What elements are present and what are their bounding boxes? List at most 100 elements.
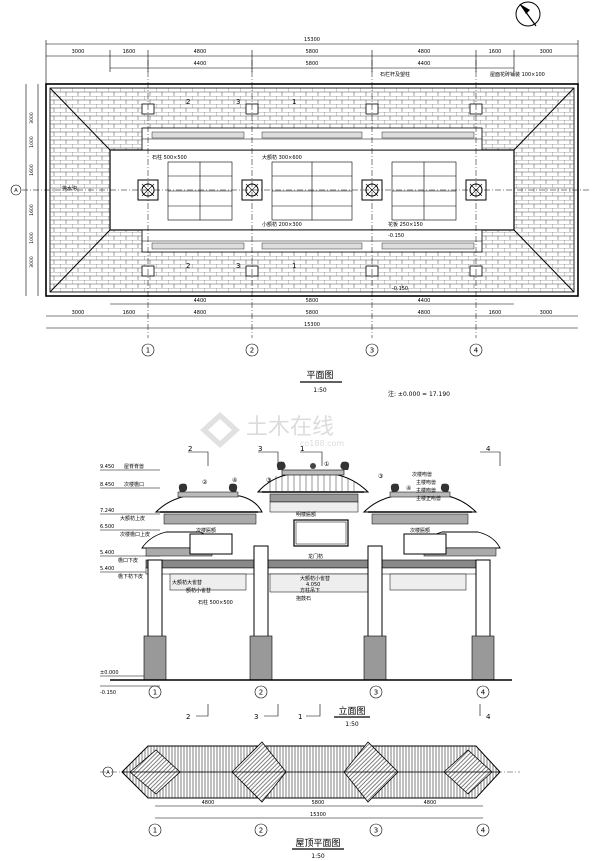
plan-top-dim-3: 4800 (194, 49, 207, 55)
plan-top-dim-1: 3000 (72, 49, 85, 55)
plan-bottom-dim-5: 4800 (418, 310, 431, 316)
elev-note-1: 屋脊脊兽 (124, 463, 144, 470)
elev-section-4-bottom: 4 (486, 713, 491, 721)
elev-dim-center: 4.050 (306, 582, 320, 588)
elev-level-4: 6.500 (100, 524, 114, 530)
elev-right-label-2: 主楼吻兽 (416, 479, 436, 486)
elevation-scale: 1:50 (345, 721, 359, 728)
plan-note: 注: ±0.000 = 17.190 (388, 390, 450, 398)
plan-axis-2: 2 (250, 347, 254, 355)
elev-label-2: 次楼匾额 (196, 527, 216, 534)
plan-bottom-dim-7: 3000 (540, 310, 553, 316)
elev-circle-mark-1: ④ (232, 477, 237, 484)
elev-note-4: 次楼檐口上皮 (120, 531, 150, 538)
elev-main-plaque (293, 519, 349, 547)
elev-section-1-top: 1 (300, 445, 304, 453)
elev-circle-mark-4: ② (202, 479, 208, 486)
roof-axis-A: A (106, 770, 110, 776)
elev-columns (143, 545, 495, 681)
plan-top-dim-4: 5800 (306, 49, 319, 55)
plan-inner-dim-3: 4400 (418, 61, 431, 67)
plan-inner-dim-2: 5800 (306, 61, 319, 67)
plan-bottom-inner-1: 4400 (194, 298, 207, 304)
plan-label-small-beam: 小额枋 200×300 (262, 221, 302, 228)
plan-section-mark-1-bottom: 1 (292, 262, 296, 270)
elev-label-10: 方柱吊下 (300, 587, 320, 594)
elev-label-5: 大额枋大雀替 (172, 579, 202, 586)
elev-circle-mark-3: ① (324, 461, 329, 468)
plan-floor-panels (167, 161, 457, 221)
elev-label-8: 石柱 500×500 (198, 599, 233, 606)
elev-label-9: 抱鼓石 (296, 595, 311, 602)
elev-axis-4: 4 (481, 689, 486, 697)
elev-circle-mark-2: ③ (266, 477, 271, 484)
plan-axis-3: 3 (370, 347, 374, 355)
elev-label-3: 次楼匾额 (410, 527, 430, 534)
plan-label-rail: 石栏杆及望柱 (380, 71, 410, 78)
elev-label-7: 大额枋小雀替 (300, 575, 330, 582)
roof-scale: 1:50 (311, 853, 325, 860)
plan-top-dim-2: 1600 (123, 49, 136, 55)
elev-right-label-3: 主楼吻兽 (416, 487, 436, 494)
plan-left-dim-4: 1600 (29, 204, 35, 216)
plan-section-mark-2-top: 2 (186, 98, 190, 106)
elev-label-1: 明楼匾额 (296, 511, 316, 518)
elev-section-3-bottom: 3 (254, 713, 258, 721)
roof-axis-4: 4 (481, 827, 486, 835)
roof-dim-3: 4800 (424, 800, 437, 806)
north-arrow (515, 1, 541, 27)
roof-dim-2: 5800 (312, 800, 325, 806)
elev-left-plaque (189, 533, 233, 555)
elev-axis-3: 3 (374, 689, 378, 697)
elev-note-2: 次楼檐口 (124, 481, 144, 488)
elev-label-4: 龙门枋 (308, 553, 323, 560)
plan-bottom-dim-4: 5800 (306, 310, 319, 316)
elev-level-5: 5.400 (100, 550, 114, 556)
plan-scale: 1:50 (313, 387, 327, 394)
elev-note-3: 大额枋上皮 (120, 515, 145, 522)
elev-axis-1: 1 (153, 689, 157, 697)
roof-axis-3: 3 (374, 827, 378, 835)
plan-axis-1: 1 (146, 347, 150, 355)
elevation-view: 2 3 1 4 9.450 8.450 7.240 6.500 5.400 5.… (100, 445, 512, 728)
elev-note-6: 檐下枋下皮 (118, 573, 143, 580)
plan-axis-A: A (14, 188, 18, 194)
elev-section-3-top: 3 (258, 445, 262, 453)
floor-plan: 15300 3000 1600 4800 5800 4800 1600 3000… (10, 37, 590, 398)
plan-bottom-total: 15300 (304, 322, 320, 328)
plan-level-1: -0.150 (388, 233, 404, 239)
elev-level-1: 9.450 (100, 464, 114, 470)
elev-right-plaque (403, 533, 447, 555)
elev-section-2-bottom: 2 (186, 713, 190, 721)
roof-axis-1: 1 (153, 827, 157, 835)
elev-level-2: 8.450 (100, 482, 114, 488)
plan-bottom-inner-2: 5800 (306, 298, 319, 304)
roof-title: 屋顶平面图 (295, 838, 340, 849)
plan-level-2: -0.150 (392, 286, 408, 292)
elev-level-8: -0.150 (100, 690, 116, 696)
plan-bottom-dim-6: 1600 (489, 310, 502, 316)
plan-inner-dim-1: 4400 (194, 61, 207, 67)
plan-section-mark-3-top: 3 (236, 98, 240, 106)
plan-left-dim-5: 1000 (29, 232, 35, 244)
plan-title: 平面图 (306, 370, 333, 381)
elev-level-3: 7.240 (100, 508, 114, 514)
plan-left-dim-2: 1000 (29, 136, 35, 148)
elev-right-label-4: 主楼正吻兽 (416, 495, 441, 502)
elev-section-4-top: 4 (486, 445, 491, 453)
plan-top-dim-6: 1600 (489, 49, 502, 55)
elev-right-label-1: 次楼吻兽 (412, 471, 432, 478)
watermark-text: 土木在线 (246, 415, 334, 440)
elev-section-2-top: 2 (188, 445, 192, 453)
plan-section-mark-1-top: 1 (292, 98, 296, 106)
plan-top-total: 15300 (304, 37, 320, 43)
plan-label-panel: 花板 250×150 (388, 221, 423, 228)
plan-label-roof-edge: 屋面花砖铺装 100×100 (490, 71, 545, 78)
watermark: 土木在线 co188.com (200, 412, 344, 448)
elev-note-5: 檐口下皮 (118, 557, 138, 564)
plan-left-dim-3: 1600 (29, 164, 35, 176)
roof-plan: A 4800 5800 4800 15300 1 2 3 4 屋顶平面图 1:5… (100, 741, 520, 860)
plan-label-beam: 大额枋 300×600 (262, 154, 302, 161)
plan-left-dim-6: 3000 (29, 256, 35, 268)
